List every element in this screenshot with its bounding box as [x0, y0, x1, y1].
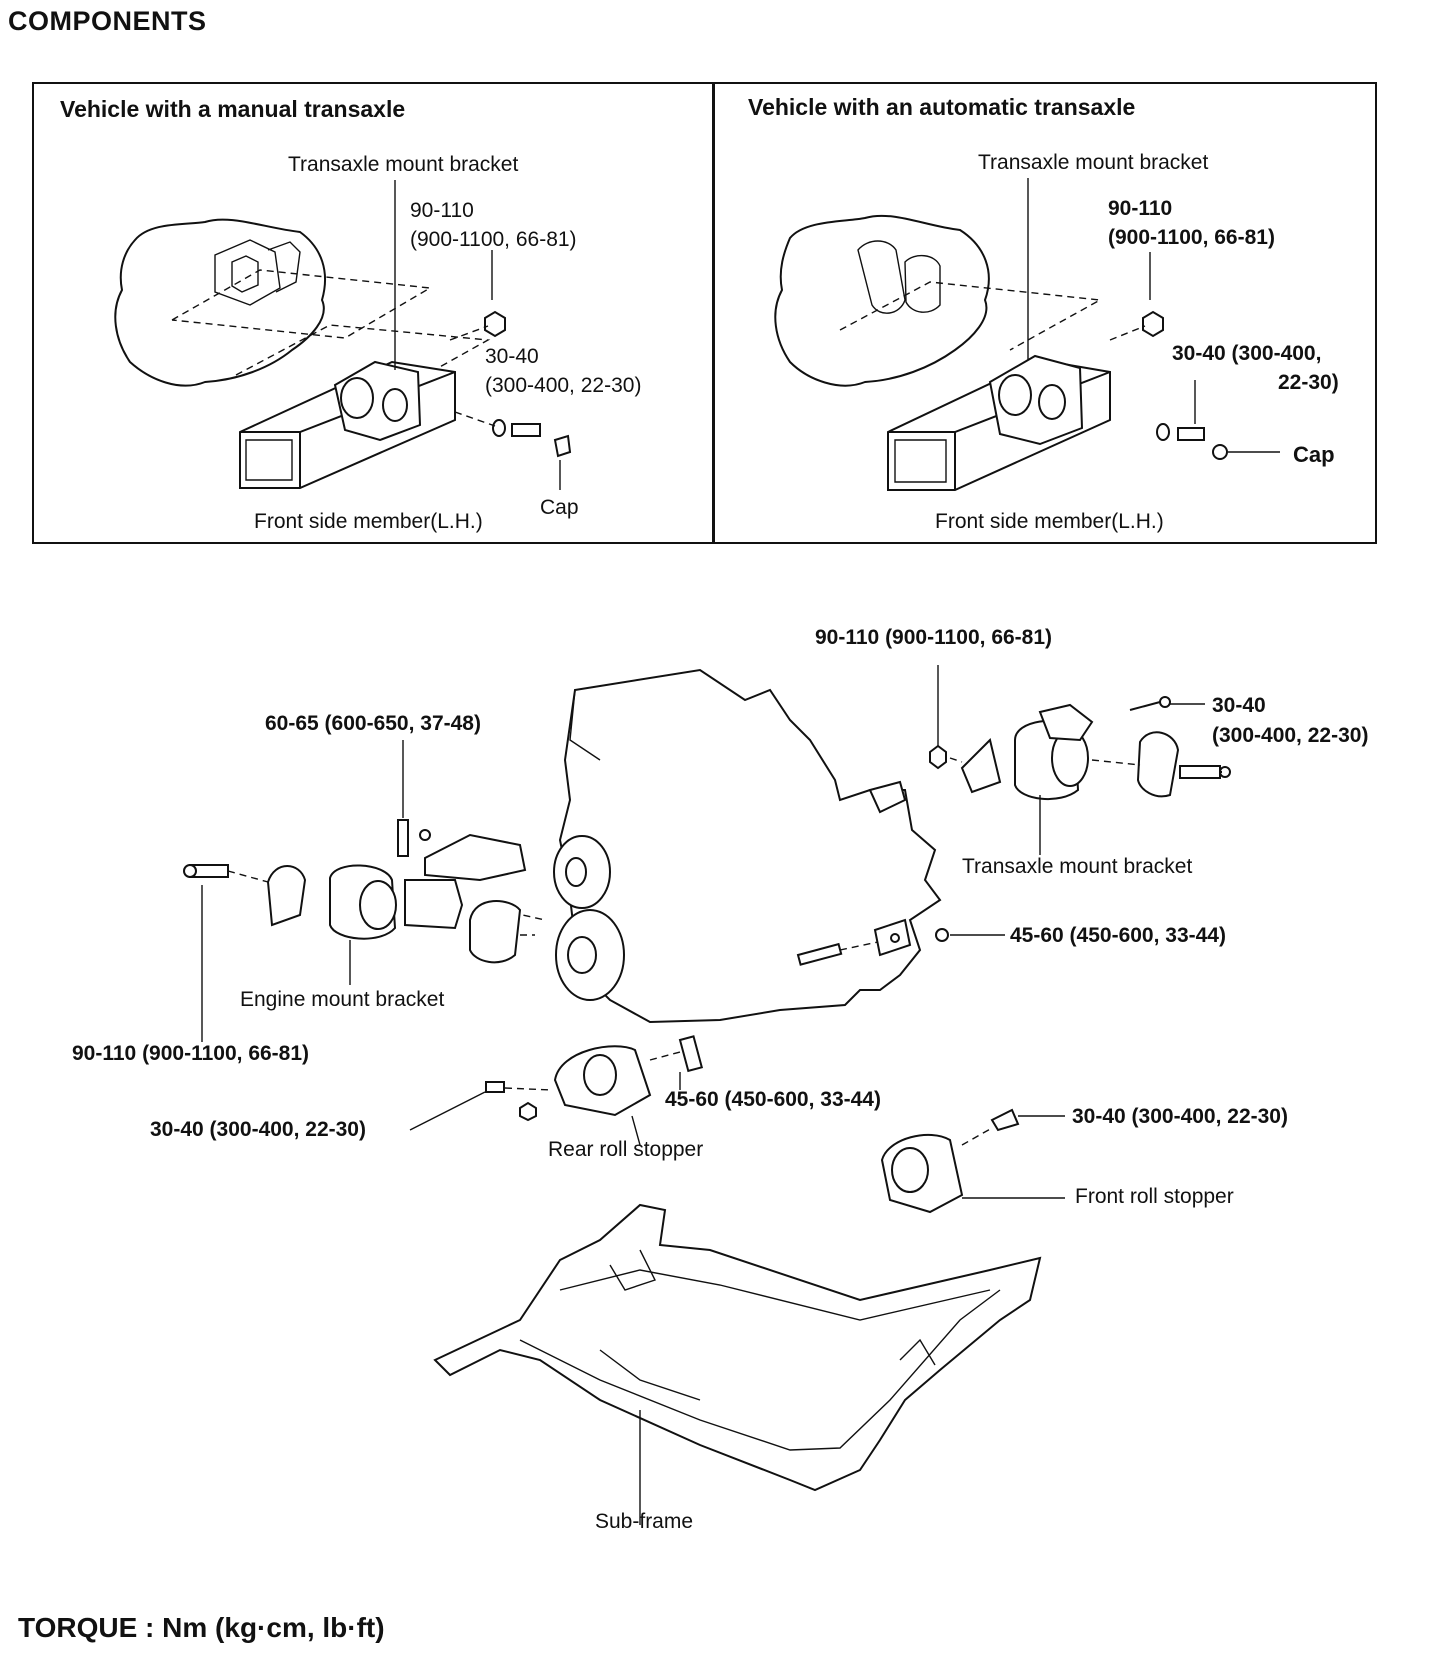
engine-bracket-label: Engine mount bracket: [240, 988, 445, 1011]
rear-roll-bolt-torque: 45-60 (450-600, 33-44): [665, 1088, 881, 1111]
manual-bracket-label: Transaxle mount bracket: [288, 153, 519, 176]
engine-through-bolt-torque: 90-110 (900-1100, 66-81): [72, 1042, 310, 1065]
auto-panel-title: Vehicle with an automatic transaxle: [748, 94, 1136, 120]
manual-bolt-torque-line1: 30-40: [485, 345, 539, 368]
manual-panel-title: Vehicle with a manual transaxle: [60, 96, 406, 122]
auto-bolt-torque-line2: 22-30): [1278, 371, 1339, 394]
auto-cap-label: Cap: [1293, 442, 1335, 467]
engine-block-illustration: [499, 668, 942, 1024]
main-transaxle-bracket-label: Transaxle mount bracket: [962, 855, 1193, 878]
transaxle-mount-assembly: [796, 665, 1231, 966]
front-bracket-nut-torque: 45-60 (450-600, 33-44): [1010, 924, 1226, 947]
transaxle-bolt-torque-line2: (300-400, 22-30): [1212, 724, 1369, 747]
manual-nut-torque-line1: 90-110: [410, 199, 474, 222]
auto-nut-torque-line2: (900-1100, 66-81): [1108, 226, 1275, 249]
transaxle-bolt-torque-line1: 30-40: [1212, 694, 1266, 717]
rear-roll-side-torque: 30-40 (300-400, 22-30): [150, 1118, 366, 1141]
front-roll-stopper-assembly: [880, 1108, 1065, 1214]
manual-cap-label: Cap: [540, 496, 579, 519]
auto-member-label: Front side member(L.H.): [935, 510, 1164, 533]
auto-bracket-label: Transaxle mount bracket: [978, 151, 1209, 174]
page-title: COMPONENTS: [8, 6, 207, 36]
subframe-label: Sub-frame: [595, 1510, 694, 1533]
torque-units-note: TORQUE : Nm (kg·cm, lb·ft): [18, 1612, 385, 1643]
manual-transaxle-panel: [32, 82, 714, 544]
front-roll-torque: 30-40 (300-400, 22-30): [1072, 1105, 1288, 1128]
subframe-illustration: [433, 1203, 1042, 1525]
auto-bolt-torque-line1: 30-40 (300-400,: [1172, 342, 1322, 365]
manual-nut-torque-line2: (900-1100, 66-81): [410, 228, 577, 251]
auto-nut-torque-line1: 90-110: [1108, 197, 1173, 220]
front-roll-label: Front roll stopper: [1075, 1185, 1234, 1208]
rear-roll-stopper-assembly: [409, 1035, 704, 1146]
engine-bolt-torque: 60-65 (600-650, 37-48): [265, 712, 481, 735]
rear-roll-label: Rear roll stopper: [548, 1138, 704, 1161]
manual-bolt-torque-line2: (300-400, 22-30): [485, 374, 642, 397]
manual-member-label: Front side member(L.H.): [254, 510, 483, 533]
transaxle-nut-torque: 90-110 (900-1100, 66-81): [815, 626, 1053, 649]
